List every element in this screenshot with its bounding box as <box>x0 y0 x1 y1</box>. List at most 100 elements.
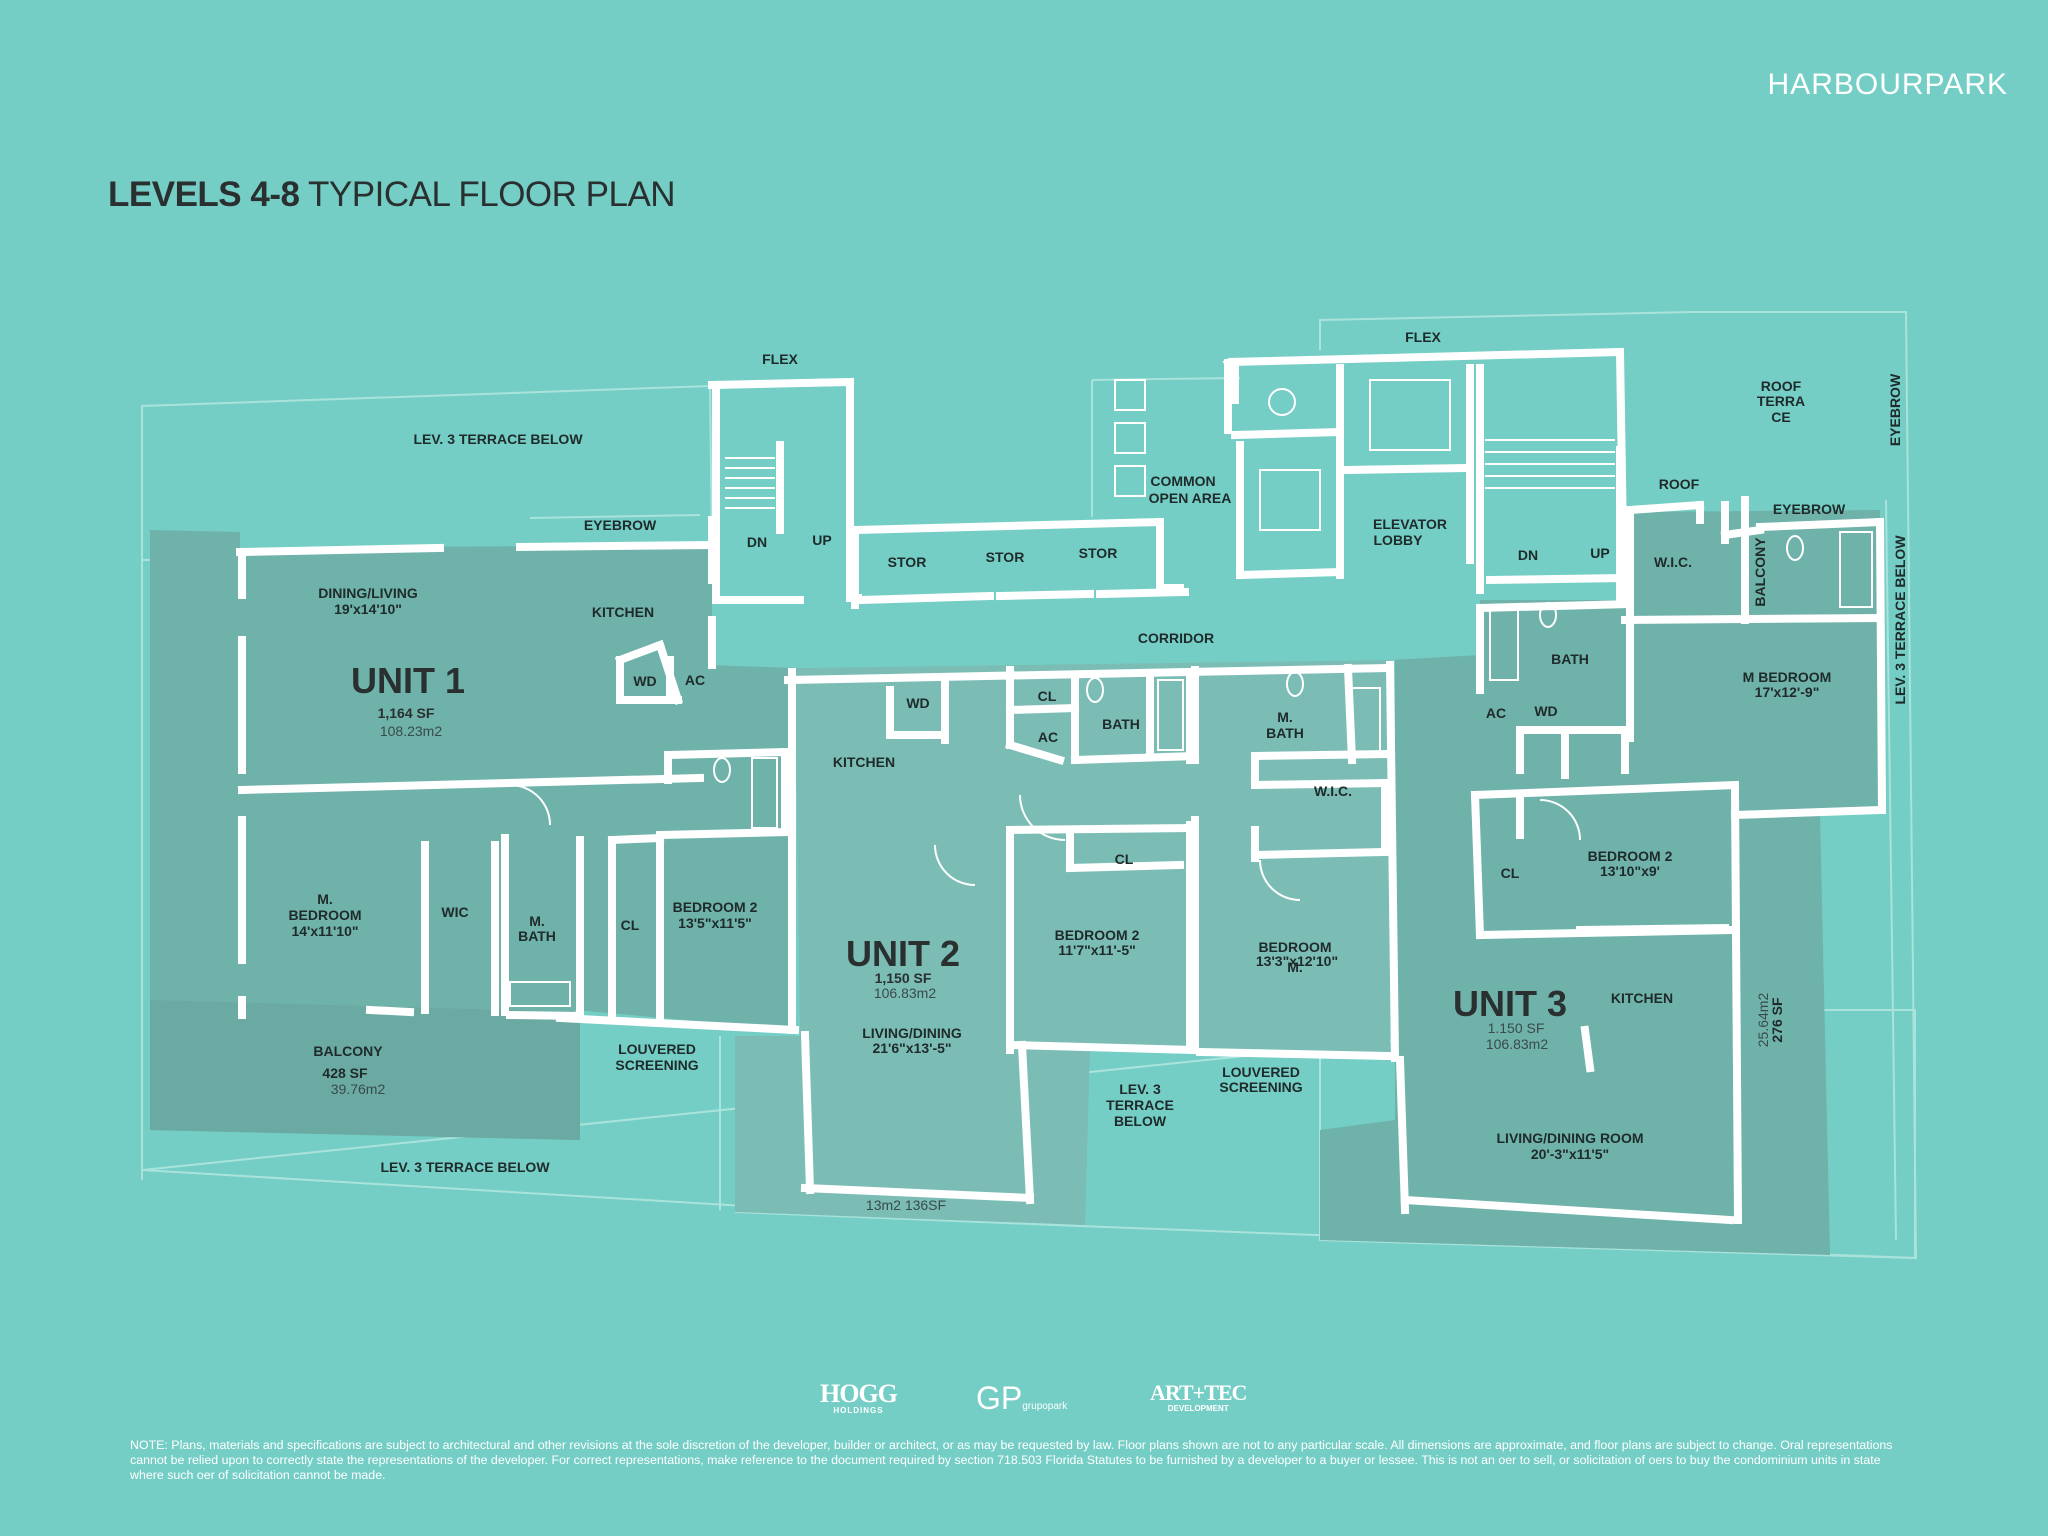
label-balcony-u3-sf: 276 SF <box>1769 997 1785 1043</box>
label-eyebrow-vert: EYEBROW <box>1887 373 1903 446</box>
label-mbed-u1-dim: 14'x11'10" <box>291 923 358 939</box>
unit1-sf: 1,164 SF <box>378 705 435 721</box>
unit-labels: UNIT 1 UNIT 2 UNIT 3 1,164 SF 1,150 SF <box>351 660 1567 1024</box>
label-living-u2: LIVING/DINING <box>862 1025 962 1041</box>
label-kitchen-u2: KITCHEN <box>833 754 895 770</box>
label-common-1: COMMON <box>1150 473 1215 489</box>
label-terrace-top: LEV. 3 TERRACE BELOW <box>413 431 583 447</box>
unit2-sf: 1,150 SF <box>875 970 932 986</box>
tub-u3-mbath <box>1839 531 1873 608</box>
unit-fills <box>150 350 1884 1255</box>
label-roof-terrace-3: CE <box>1771 409 1790 425</box>
label-wd-u1: WD <box>633 673 656 689</box>
unit3-m2: 106.83m2 <box>1486 1036 1548 1052</box>
gp-logo-subtext: grupopark <box>1022 1401 1068 1412</box>
label-terrace-mid-3: BELOW <box>1114 1113 1167 1129</box>
label-bed2-u3-dim: 13'10"x9' <box>1600 863 1660 879</box>
balcony-u1-m2: 39.76m2 <box>331 1081 386 1097</box>
label-flex-left: FLEX <box>762 351 798 367</box>
label-roof-terrace-2: TERRA <box>1757 393 1805 409</box>
label-flex-right: FLEX <box>1405 329 1441 345</box>
label-balcony-u3-m2: 25.64m2 <box>1755 993 1771 1048</box>
label-wd-u3: WD <box>1534 703 1557 719</box>
label-up-left: UP <box>812 532 831 548</box>
title-plan: TYPICAL FLOOR PLAN <box>308 175 676 214</box>
label-mbath-u2-2: BATH <box>1266 725 1304 741</box>
label-cl-u2: CL <box>1115 851 1134 867</box>
tub-u1-mbath <box>509 981 571 1007</box>
label-kitchen-u3: KITCHEN <box>1611 990 1673 1006</box>
hogg-logo-text: HOGG <box>820 1379 898 1408</box>
label-mbed-u1-1: M. <box>317 891 333 907</box>
label-wic-u1: WIC <box>441 904 468 920</box>
art-tec-logo: ART+TEC DEVELOPMENT <box>1150 1380 1247 1414</box>
label-common-2: OPEN AREA <box>1149 490 1232 506</box>
label-ac-u1: AC <box>685 672 705 688</box>
unit3-zone <box>1320 510 1884 1255</box>
hvac-fan-1 <box>1114 379 1146 411</box>
label-dn-left: DN <box>747 534 767 550</box>
label-mbath-u1-1: M. <box>529 913 545 929</box>
label-bed2-u3: BEDROOM 2 <box>1588 848 1673 864</box>
rotated-labels: EYEBROW BALCONY LEV. 3 TERRACE BELOW 276… <box>1752 373 1908 1043</box>
label-terrace-bottom: LEV. 3 TERRACE BELOW <box>380 1159 550 1175</box>
label-bed2-u1-dim: 13'5"x11'5" <box>678 915 752 931</box>
label-elevator-1: ELEVATOR <box>1373 516 1447 532</box>
hvac-fan-2 <box>1114 422 1146 454</box>
tub-u3 <box>1489 609 1519 681</box>
unit1-name: UNIT 1 <box>351 660 465 701</box>
tub-u2-mbath <box>1349 687 1381 754</box>
label-balcony-u1: BALCONY <box>313 1043 383 1059</box>
label-mbed-u2-dim: 13'3"x12'10" <box>1256 953 1338 969</box>
unit3-name: UNIT 3 <box>1453 983 1567 1024</box>
unit3-sf: 1.150 SF <box>1488 1020 1545 1036</box>
label-mbath-u1-2: BATH <box>518 928 556 944</box>
hogg-logo-subtext: HOLDINGS <box>833 1406 884 1415</box>
core-zone <box>712 350 1630 668</box>
fixtures <box>509 379 1873 1007</box>
label-cl-u3: CL <box>1501 865 1520 881</box>
label-living-u3: LIVING/DINING ROOM <box>1497 1130 1644 1146</box>
label-wic-u2: W.I.C. <box>1314 783 1352 799</box>
label-terrace-right: LEV. 3 TERRACE BELOW <box>1892 535 1908 705</box>
label-wd-u2: WD <box>906 695 929 711</box>
label-eyebrow-left: EYEBROW <box>584 517 657 533</box>
unit1-m2: 108.23m2 <box>380 723 442 739</box>
room-labels: FLEX FLEX LEV. 3 TERRACE BELOW EYEBROW D… <box>288 329 1846 1175</box>
drain <box>1268 388 1296 416</box>
label-mbath-u2-1: M. <box>1277 709 1293 725</box>
arttec-logo-subtext: DEVELOPMENT <box>1167 1404 1229 1413</box>
label-louvered-left-1: LOUVERED <box>618 1041 696 1057</box>
stair-treads <box>725 439 1615 509</box>
label-mbed-u1-2: BEDROOM <box>288 907 361 923</box>
arttec-logo-text: ART+TEC <box>1150 1380 1247 1405</box>
label-mbed-u3-dim: 17'x12'-9" <box>1755 684 1820 700</box>
label-living-u3-dim: 20'-3"x11'5" <box>1531 1146 1609 1162</box>
hvac-fan-3 <box>1114 465 1146 497</box>
label-bed2-u2: BEDROOM 2 <box>1055 927 1140 943</box>
label-bath-u3: BATH <box>1551 651 1589 667</box>
u2-terrace-area: 13m2 136SF <box>866 1197 946 1213</box>
label-dining-u1-dim: 19'x14'10" <box>334 601 402 617</box>
legal-note: NOTE: Plans, materials and specification… <box>130 1438 1893 1482</box>
label-up-right: UP <box>1590 545 1609 561</box>
label-elevator-2: LOBBY <box>1374 532 1424 548</box>
label-cl-u2-top: CL <box>1038 688 1057 704</box>
label-mbed-u2-2: BEDROOM <box>1258 939 1331 955</box>
label-bath-u2: BATH <box>1102 716 1140 732</box>
label-ac-u3: AC <box>1486 705 1506 721</box>
walls <box>235 347 1887 1225</box>
label-eyebrow-right: EYEBROW <box>1773 501 1846 517</box>
label-balcony-u1-sf: 428 SF <box>322 1065 368 1081</box>
tub-u1 <box>751 757 778 829</box>
label-stor-1: STOR <box>888 554 927 570</box>
label-louvered-mid-1: LOUVERED <box>1222 1064 1300 1080</box>
label-bed2-u2-dim: 11'7"x11'-5" <box>1058 942 1136 958</box>
unit1-zone <box>150 530 795 1140</box>
title-levels: LEVELS 4-8 <box>108 175 300 214</box>
label-dn-right: DN <box>1518 547 1538 563</box>
grupopark-logo: GPgrupopark <box>976 1380 1067 1417</box>
unit2-m2: 106.83m2 <box>874 985 936 1001</box>
label-kitchen-u1: KITCHEN <box>592 604 654 620</box>
